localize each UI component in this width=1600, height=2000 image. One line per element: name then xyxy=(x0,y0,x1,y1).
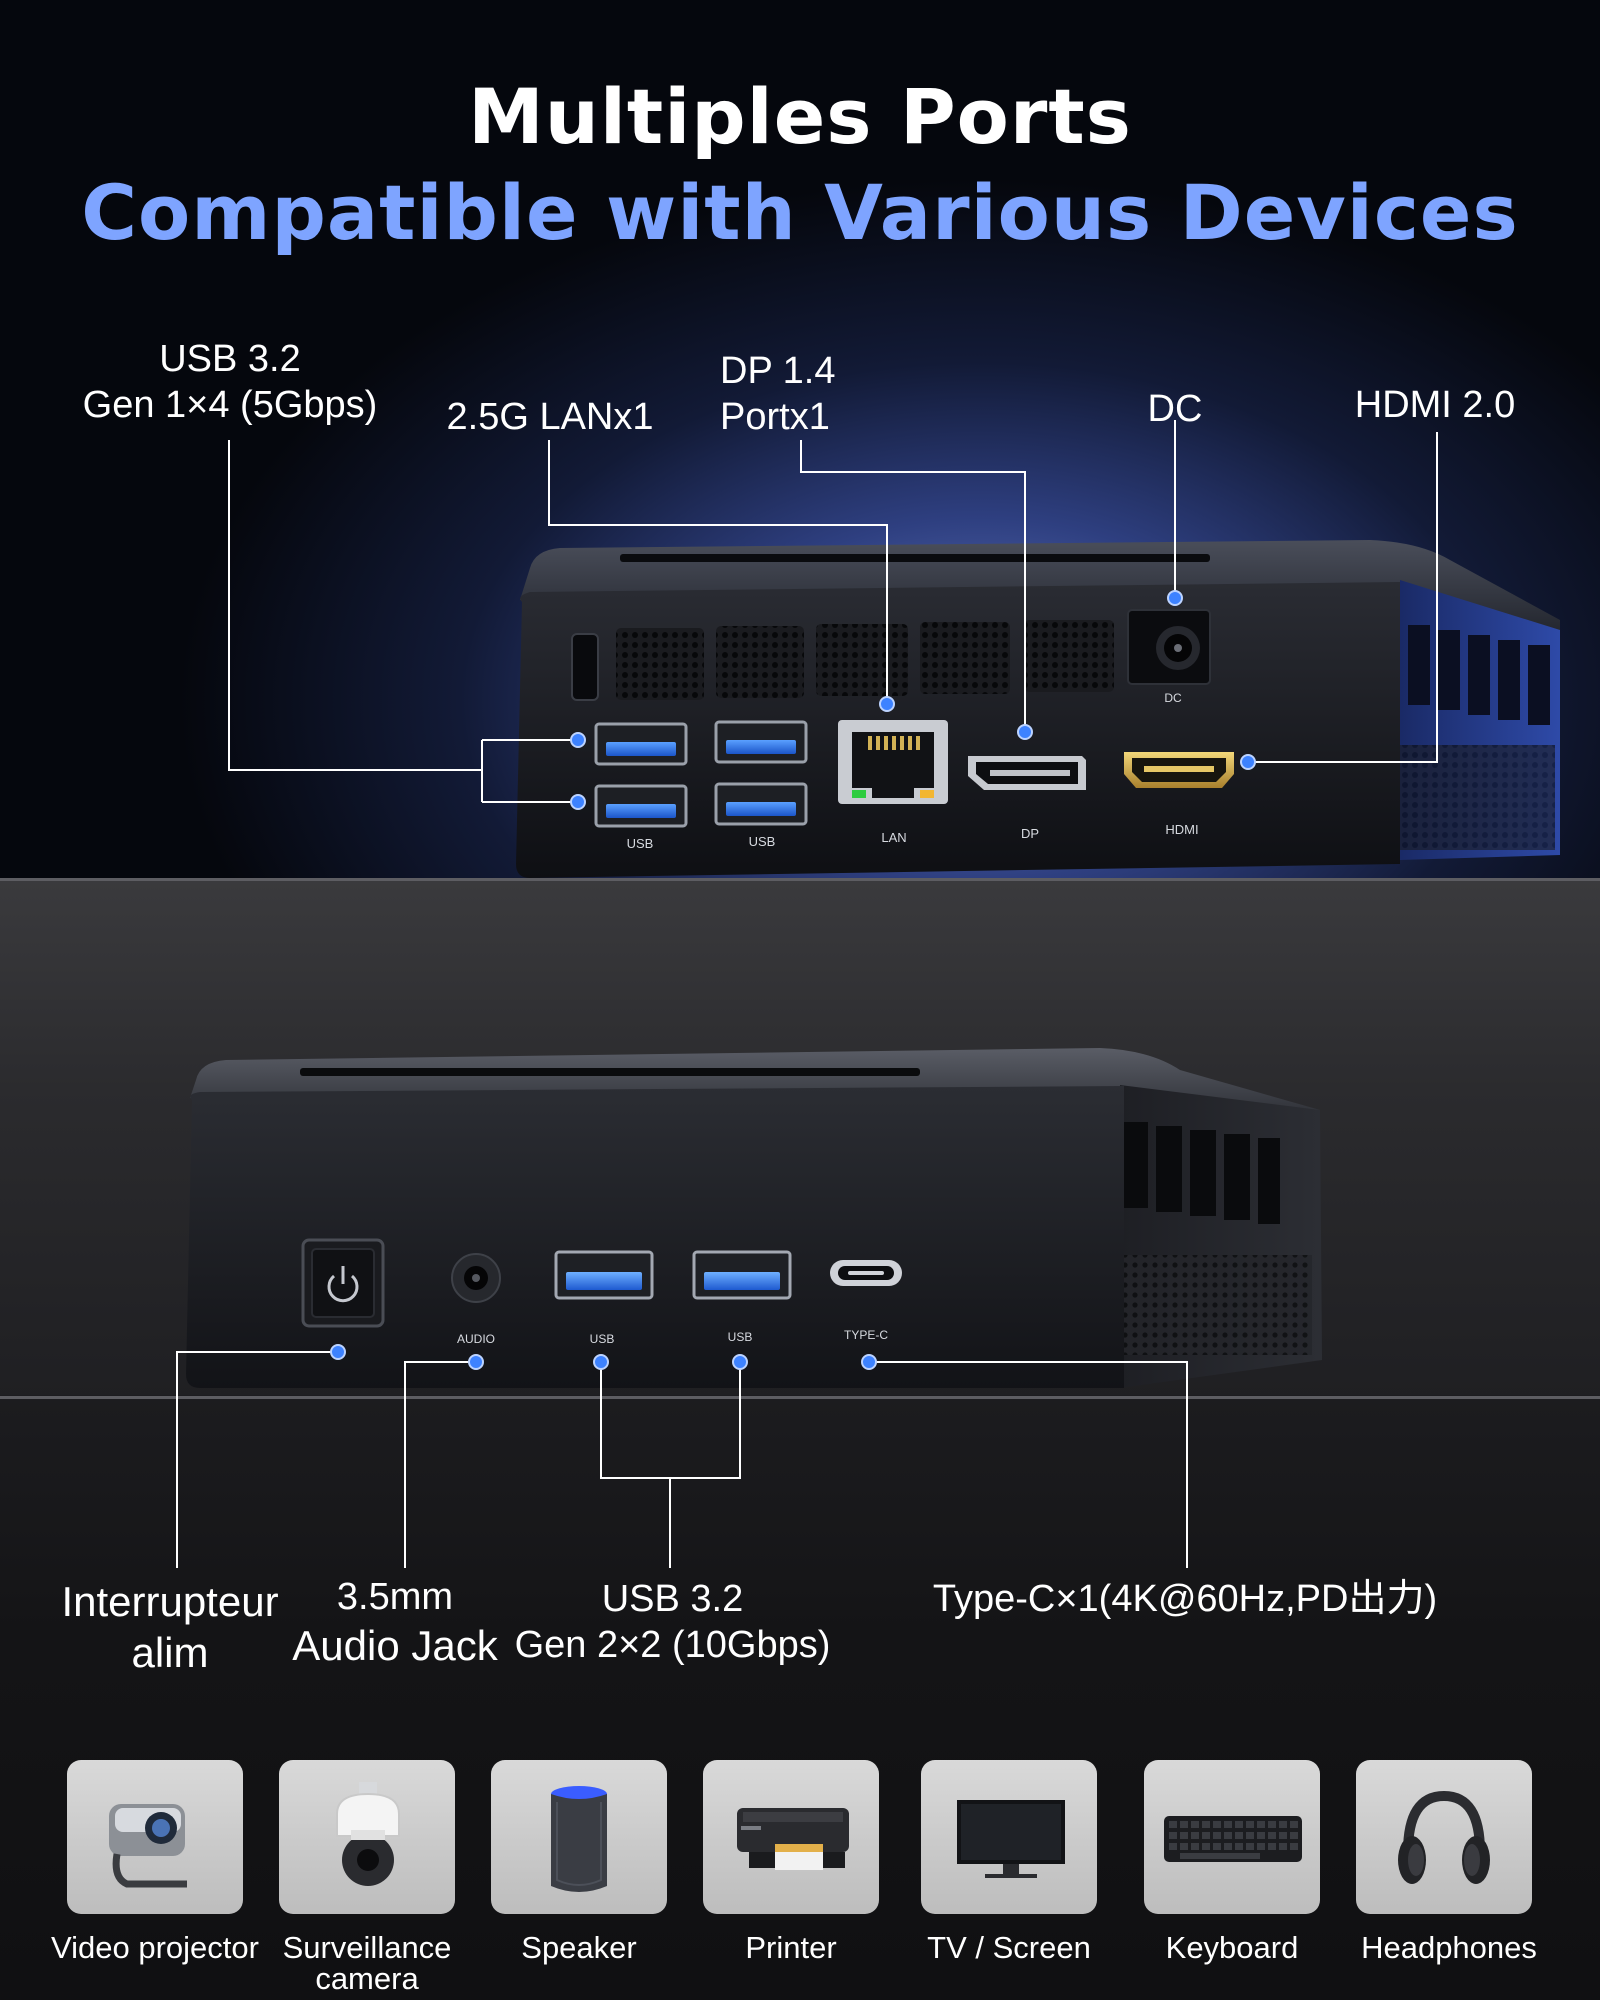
keyboard-icon xyxy=(1144,1760,1320,1914)
shelf-edge xyxy=(0,1396,1600,1399)
rear-silk-lan: LAN xyxy=(881,830,906,845)
video-projector-icon xyxy=(67,1760,243,1914)
page-subtitle: Compatible with Various Devices xyxy=(81,168,1519,257)
rear-silk-dp: DP xyxy=(1021,826,1039,841)
rear-silk-dc: DC xyxy=(1164,691,1182,705)
device-label: TV / Screen xyxy=(927,1930,1091,1965)
printer-icon xyxy=(703,1760,879,1914)
label-lan: 2.5G LANx1 xyxy=(446,396,654,438)
front-silk-usb: USB xyxy=(590,1332,615,1346)
rear-silk-usb: USB xyxy=(749,834,776,849)
compatible-devices: Video projector Surveillance camera Spea… xyxy=(0,1760,1600,2000)
label-usb32-gen2: USB 3.2 Gen 2×2 (10Gbps) xyxy=(514,1578,831,1667)
page-title: Multiples Ports xyxy=(468,72,1132,161)
front-silk-usb: USB xyxy=(728,1330,753,1344)
front-silk-typec: TYPE-C xyxy=(844,1328,888,1342)
shelf-edge xyxy=(0,878,1600,881)
tv-screen-icon xyxy=(921,1760,1097,1914)
label-power-switch: Interrupteur alim xyxy=(61,1578,279,1677)
speaker-icon xyxy=(491,1760,667,1914)
label-dp: DP 1.4 Portx1 xyxy=(720,350,836,439)
device-label: Printer xyxy=(745,1930,837,1965)
power-button xyxy=(301,1238,385,1328)
rear-silk-usb: USB xyxy=(627,836,654,851)
label-dc: DC xyxy=(1147,388,1203,430)
device-label: Video projector xyxy=(51,1930,259,1965)
front-silk-audio: AUDIO xyxy=(457,1332,495,1346)
device-label: Headphones xyxy=(1361,1930,1537,1965)
label-audio-jack: 3.5mm Audio Jack xyxy=(292,1576,498,1670)
rear-usb-ports xyxy=(594,720,808,828)
label-hdmi: HDMI 2.0 xyxy=(1354,384,1516,426)
rear-silk-hdmi: HDMI xyxy=(1165,822,1198,837)
label-usb32-gen1: USB 3.2 Gen 1×4 (5Gbps) xyxy=(82,338,378,427)
label-typec: Type-C×1(4K@60Hz,PD出力) xyxy=(932,1578,1438,1620)
device-label: Keyboard xyxy=(1165,1930,1299,1965)
device-label: Surveillance camera xyxy=(282,1930,452,1996)
device-label: Speaker xyxy=(521,1930,637,1965)
headphones-icon xyxy=(1356,1760,1532,1914)
surveillance-camera-icon xyxy=(279,1760,455,1914)
